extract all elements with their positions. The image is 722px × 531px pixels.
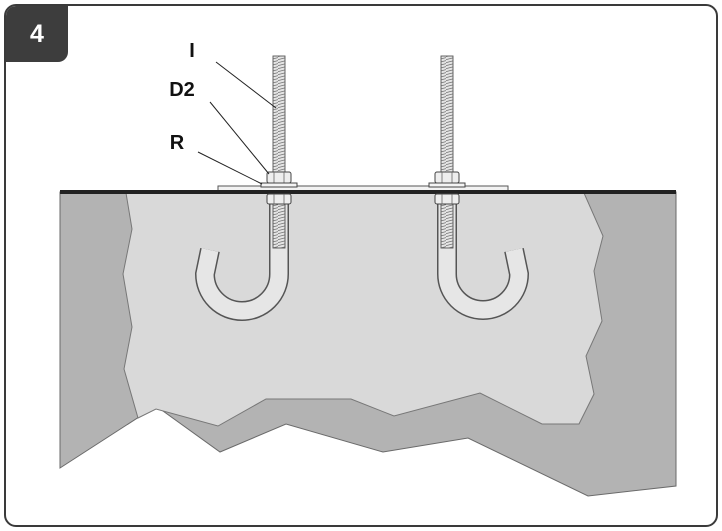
callout-label-i: I (189, 40, 195, 62)
leader-line-i (215, 61, 277, 109)
callout-label-d2: D2 (169, 79, 195, 101)
nut-left-lower (266, 193, 292, 205)
threaded-rod-left (272, 55, 286, 177)
leader-line-d2 (209, 101, 270, 175)
washer-left (260, 182, 298, 188)
nut-right-upper (434, 171, 460, 184)
step-number-badge: 4 (6, 6, 68, 62)
threaded-rod-right (440, 55, 454, 177)
anchor-bolt-diagram: I D2 R (59, 40, 677, 497)
leader-line-r (197, 151, 263, 185)
callout-label-r: R (170, 132, 185, 154)
washer-right (428, 182, 466, 188)
nut-right-lower (434, 193, 460, 205)
threaded-rod-left-embedded (272, 203, 286, 249)
nut-left-upper (266, 171, 292, 184)
concrete-base-core (122, 192, 604, 427)
illustration-frame: 4 (4, 4, 718, 527)
threaded-rod-right-embedded (440, 203, 454, 249)
